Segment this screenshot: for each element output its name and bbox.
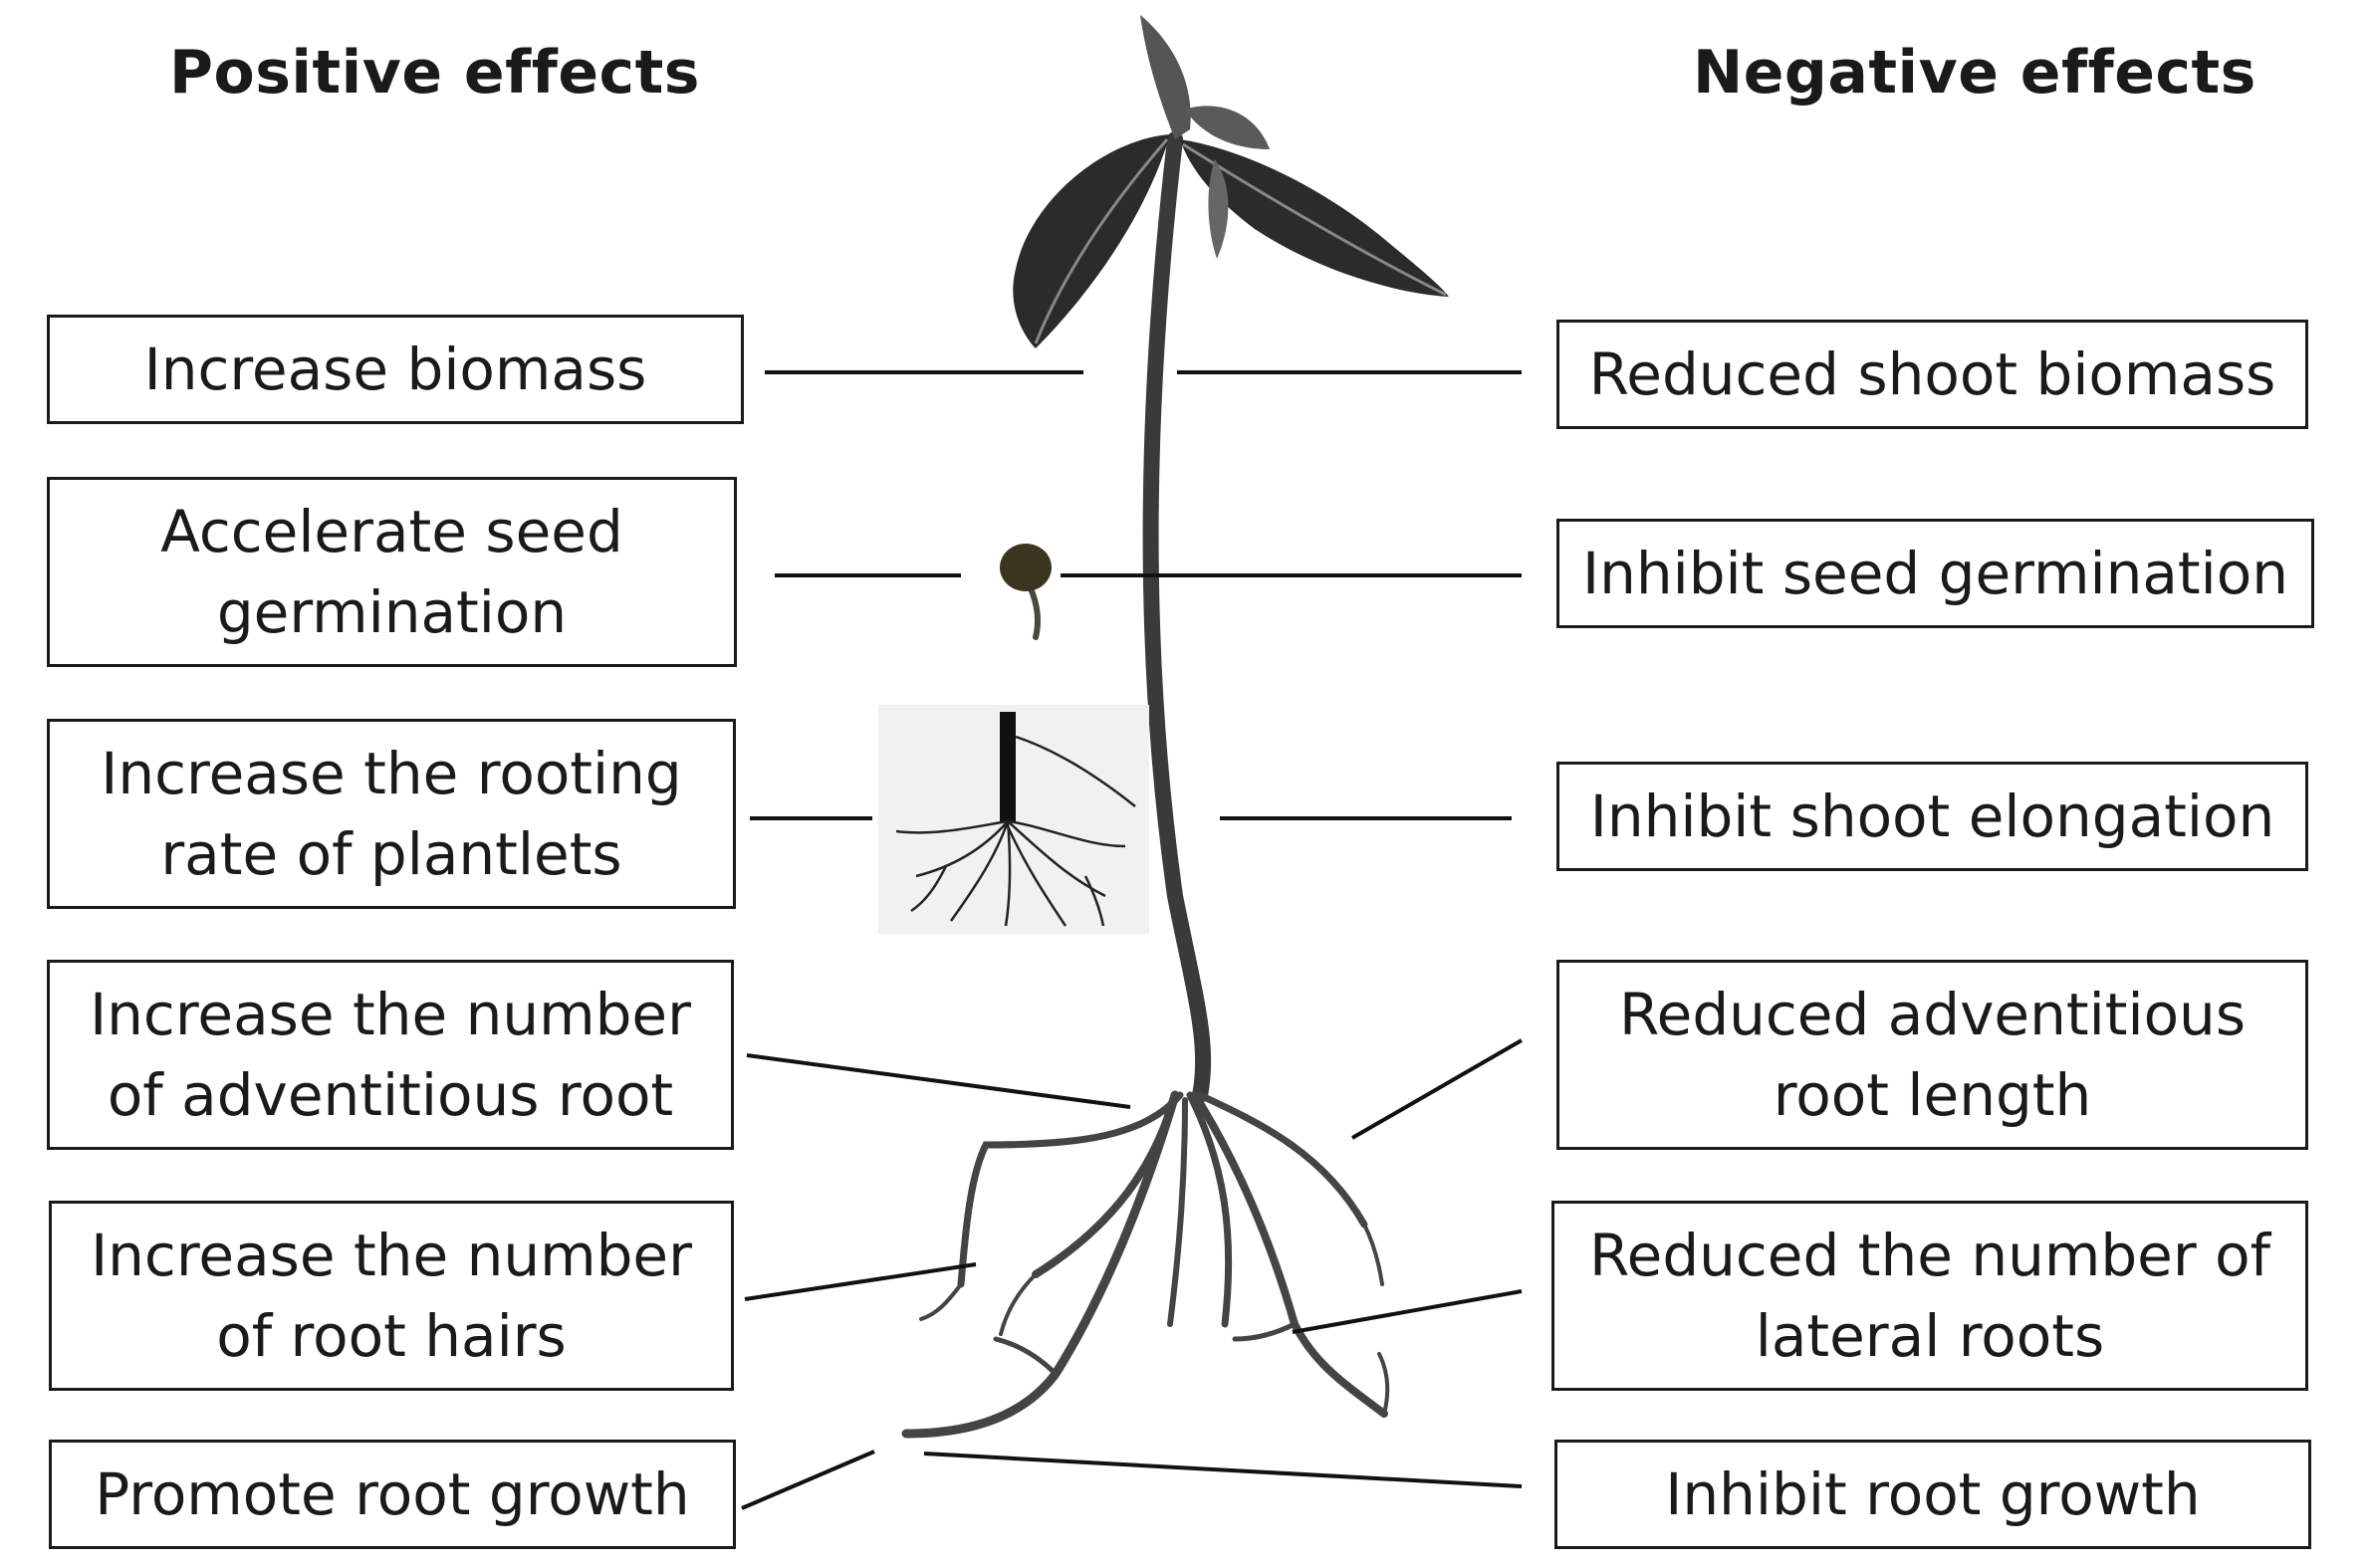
- stem: [1142, 131, 1212, 1103]
- connector-inhibit-root-growth: [923, 1452, 1523, 1488]
- right-leaf-vein: [1182, 142, 1447, 297]
- positive-effect-root-hairs: Increase the number of root hairs: [49, 1201, 734, 1391]
- box-text-line: Accelerate seed: [160, 498, 623, 566]
- negative-effect-inhibit-germination: Inhibit seed germination: [1556, 519, 2314, 628]
- positive-effect-accelerate-germination: Accelerate seed germination: [47, 477, 737, 667]
- positive-effect-increase-biomass: Increase biomass: [47, 315, 744, 424]
- box-text-line: Reduced adventitious: [1618, 981, 2247, 1049]
- connector-root-hairs: [744, 1262, 977, 1301]
- connector-adventitious-length: [1351, 1038, 1523, 1140]
- box-text-line: of root hairs: [216, 1301, 567, 1370]
- rooted-plantlet-icon: [878, 705, 1149, 934]
- box-text-line: lateral roots: [1755, 1301, 2105, 1370]
- negative-effect-inhibit-root-growth: Inhibit root growth: [1554, 1440, 2311, 1549]
- connector-promote-root-growth: [741, 1450, 875, 1510]
- seedling-icon: [901, 15, 1449, 1439]
- negative-effects-heading: Negative effects: [1693, 38, 2256, 108]
- negative-effect-adventitious-root-length: Reduced adventitious root length: [1556, 960, 2308, 1150]
- apical-bud: [1140, 15, 1191, 139]
- box-text-line: Promote root growth: [95, 1459, 690, 1528]
- connector-lines-left: [741, 370, 1131, 1510]
- positive-effect-promote-root-growth: Promote root growth: [49, 1440, 736, 1549]
- negative-effect-inhibit-shoot-elongation: Inhibit shoot elongation: [1556, 762, 2308, 871]
- small-leaf: [1208, 159, 1229, 259]
- box-text-line: of adventitious root: [107, 1060, 674, 1129]
- box-text-line: Increase the number: [90, 981, 691, 1049]
- box-text-line: Inhibit shoot elongation: [1589, 782, 2275, 850]
- connector-lines-right: [923, 370, 1523, 1488]
- positive-effect-rooting-rate: Increase the rooting rate of plantlets: [47, 719, 736, 909]
- connector-adventitious-number: [746, 1053, 1131, 1109]
- negative-effect-reduced-shoot-biomass: Reduced shoot biomass: [1556, 320, 2308, 429]
- box-text-line: Inhibit root growth: [1665, 1459, 2201, 1528]
- left-leaf: [1013, 134, 1170, 348]
- box-text-line: Increase biomass: [143, 335, 647, 403]
- plantlet-stem: [1000, 712, 1016, 821]
- young-leaf: [1185, 106, 1270, 149]
- positive-effects-heading: Positive effects: [169, 38, 700, 108]
- box-text-line: root length: [1773, 1060, 2092, 1129]
- box-text-line: Increase the rooting: [101, 740, 682, 808]
- box-text-line: Reduced the number of: [1588, 1222, 2271, 1290]
- left-leaf-vein: [1034, 138, 1169, 344]
- negative-effect-lateral-roots: Reduced the number of lateral roots: [1551, 1201, 2308, 1391]
- plantlet-roots: [895, 735, 1136, 927]
- box-text-line: rate of plantlets: [160, 819, 622, 888]
- box-text-line: Reduced shoot biomass: [1588, 339, 2276, 408]
- germinating-seed-icon: [1000, 544, 1052, 640]
- connector-lateral-roots: [1292, 1289, 1523, 1334]
- positive-effect-adventitious-root-number: Increase the number of adventitious root: [47, 960, 734, 1150]
- root-system: [901, 1090, 1390, 1439]
- right-leaf: [1180, 139, 1449, 297]
- box-text-line: Inhibit seed germination: [1581, 539, 2289, 607]
- seed-body: [1000, 544, 1052, 591]
- box-text-line: germination: [216, 577, 568, 646]
- box-text-line: Increase the number: [91, 1222, 692, 1290]
